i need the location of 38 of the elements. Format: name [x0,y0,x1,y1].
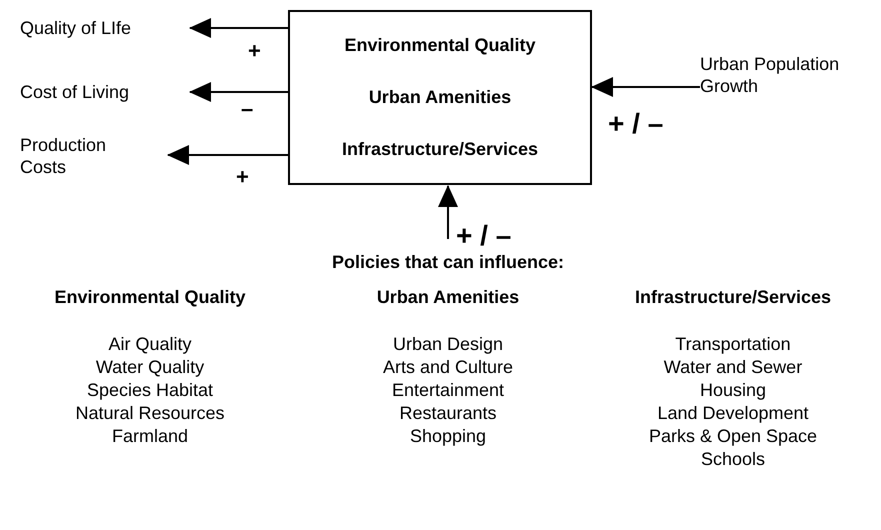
node-label: Environmental Quality [344,34,536,58]
list-item: Parks & Open Space [648,425,818,448]
edge-label: + / – [456,222,512,250]
arrow [189,18,288,38]
arrow [591,77,700,97]
list-item: Farmland [112,425,188,448]
node-label: Cost of Living [20,81,130,103]
list-item: Restaurants [399,402,497,425]
list-item: Water and Sewer [664,356,802,379]
list-item: Natural Resources [75,402,225,425]
column-heading: Infrastructure/Services [634,286,832,308]
list-item: Housing [700,379,766,402]
column-heading: Urban Amenities [376,286,520,308]
list-item: Urban Design [392,333,504,356]
list-item: Entertainment [392,379,504,402]
list-item: Species Habitat [86,379,214,402]
edge-label: + / – [608,110,664,138]
list-item: Shopping [410,425,486,448]
node-label: Urban Amenities [368,86,512,109]
arrow [167,145,288,165]
node-label: Urban Population Growth [700,53,840,97]
list-item: Transportation [675,333,791,356]
column-heading: Environmental Quality [54,286,246,308]
node-label: Policies that can influence: [330,251,566,273]
node-label: Infrastructure/Services [342,138,538,161]
edge-label: + [248,40,261,62]
node-label: Production Costs [20,134,108,178]
edge-label: + [236,166,249,188]
process-box [288,10,592,185]
arrow [189,82,288,102]
list-item: Land Development [657,402,809,425]
arrow [438,185,458,239]
edge-label: – [241,98,254,120]
list-item: Schools [700,448,766,471]
node-label: Quality of LIfe [20,17,132,39]
list-item: Water Quality [96,356,204,379]
list-item: Air Quality [108,333,192,356]
list-item: Arts and Culture [382,356,514,379]
